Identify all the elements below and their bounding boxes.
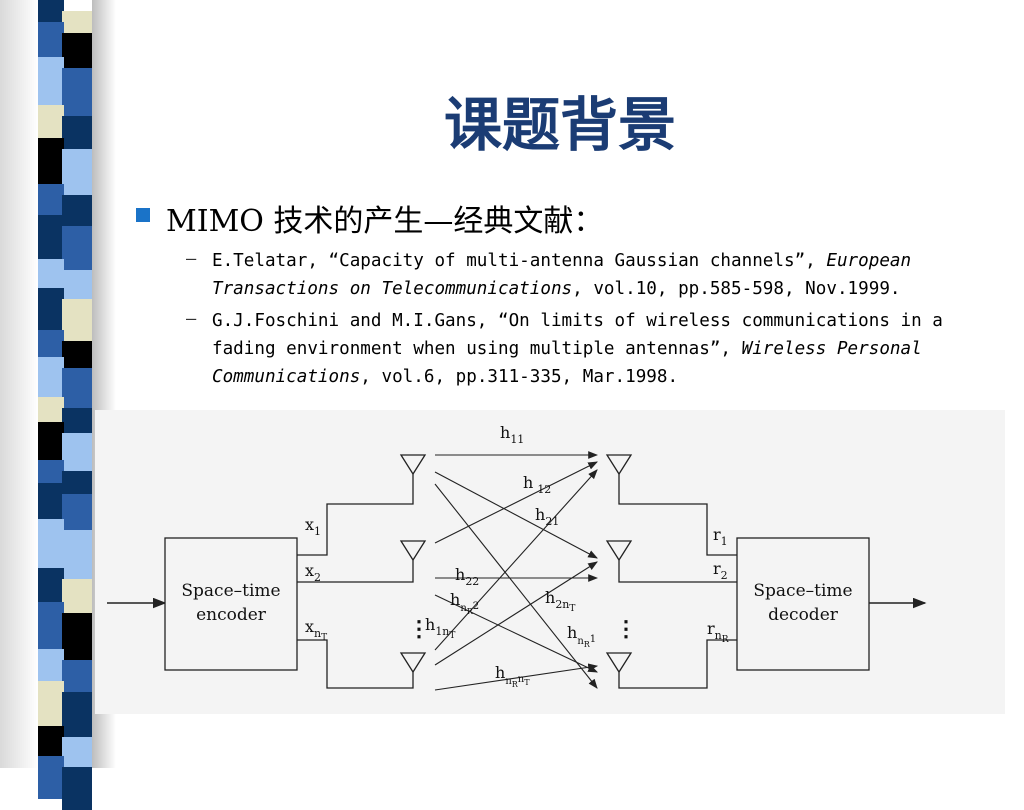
stripe-block <box>62 68 92 116</box>
rx-feed-2 <box>618 560 737 583</box>
stripe-block <box>38 288 64 330</box>
stripe-block <box>62 33 92 68</box>
stripe-block <box>62 613 92 660</box>
rx-feed-1 <box>618 474 737 556</box>
rx-label-r1: r1 <box>713 525 728 548</box>
stripe-block <box>62 660 92 692</box>
reference-1: E.Telatar, “Capacity of multi-antenna Ga… <box>212 247 992 303</box>
stripe-block <box>62 433 92 471</box>
rx-ellipsis: ⋮ <box>615 616 637 642</box>
reference-1-details: , vol.10, pp.585-598, Nov.1999. <box>572 279 901 299</box>
stripe-block <box>38 105 64 138</box>
stripe-block <box>62 767 92 810</box>
channel-label-h22: h22 <box>455 565 479 588</box>
space-time-encoder-box <box>164 537 298 671</box>
stripe-block <box>38 726 64 756</box>
stripe-block <box>62 149 92 195</box>
stripe-block <box>62 692 92 737</box>
channel-label-hnr2: hnR2 <box>450 590 479 616</box>
stripe-block <box>62 471 92 494</box>
tx-feed-n <box>297 639 414 689</box>
stripe-block <box>38 602 64 649</box>
rx-antenna-icon <box>605 540 633 562</box>
stripe-block <box>62 195 92 226</box>
tx-antenna-icon <box>399 540 427 562</box>
stripe-block <box>38 483 64 519</box>
stripe-block <box>62 737 92 767</box>
reference-2: G.J.Foschini and M.I.Gans, “On limits of… <box>212 307 972 391</box>
channel-label-hnrnt: hnRnT <box>495 663 530 689</box>
stripe-block <box>38 259 64 288</box>
stripe-block <box>62 116 92 149</box>
reference-1-authors: E.Telatar, “Capacity of multi-antenna Ga… <box>212 251 827 271</box>
stripe-block <box>62 530 92 579</box>
stripe-block <box>38 519 64 568</box>
stripe-block <box>62 270 92 299</box>
stripe-block <box>62 368 92 408</box>
channel-label-h2nt: h2nT <box>545 588 575 614</box>
stripe-block <box>38 649 64 681</box>
stripe-block <box>62 299 92 341</box>
bullet-heading: MIMO 技术的产生—经典文献： <box>166 204 604 239</box>
channel-label-h11: h11 <box>500 423 524 446</box>
stripe-block <box>62 494 92 530</box>
tx-label-x2: x2 <box>305 561 321 584</box>
reference-2-authors: G.J.Foschini and M.I.Gans, “On limits of… <box>212 311 943 359</box>
rx-feed-n <box>618 639 737 689</box>
rx-label-rnr: rnR <box>707 619 729 645</box>
rx-label-r2: r2 <box>713 559 728 582</box>
stripe-block <box>38 357 64 397</box>
stripe-block <box>38 0 64 22</box>
stripe-block <box>62 11 92 33</box>
reference-2-journal: Wireless Personal Communications <box>212 339 922 387</box>
tx-ellipsis: ⋮ <box>408 616 430 642</box>
stripe-block <box>62 579 92 613</box>
tx-feed-2 <box>297 560 414 583</box>
stripe-block <box>62 341 92 368</box>
reference-2-details: , vol.6, pp.311-335, Mar.1998. <box>360 367 679 387</box>
reference-1-journal: European Transactions on Telecommunicati… <box>212 251 912 299</box>
rx-antenna-icon <box>605 454 633 476</box>
tx-feed-1 <box>297 474 414 556</box>
encoder-label-line1: Space–time <box>181 581 280 601</box>
tx-antenna-icon <box>399 652 427 674</box>
tx-antenna-icon <box>399 454 427 476</box>
reference-dash: – <box>186 249 197 269</box>
stripe-block <box>38 184 64 215</box>
stripe-block <box>62 226 92 270</box>
decoder-label-line1: Space–time <box>753 581 852 601</box>
bullet-square-icon <box>136 208 150 222</box>
stripe-block <box>38 22 64 57</box>
slide-title: 课题背景 <box>443 91 676 159</box>
stripe-block <box>38 397 64 422</box>
stripe-block <box>38 138 64 184</box>
channel-label-h1nt: h1nT <box>425 615 455 641</box>
stripe-block <box>38 460 64 483</box>
rx-antenna-icon <box>605 652 633 674</box>
stripe-block <box>38 422 64 460</box>
tx-label-x1: x1 <box>305 515 321 538</box>
stripe-block <box>38 568 64 602</box>
stripe-block <box>38 330 64 357</box>
decoder-label-line2: decoder <box>768 605 839 625</box>
reference-dash: – <box>186 309 197 329</box>
stripe-block <box>38 681 64 726</box>
tx-label-xnt: xnT <box>305 617 327 643</box>
stripe-block <box>38 215 64 259</box>
space-time-decoder-box <box>736 537 870 671</box>
stripe-block <box>62 408 92 433</box>
channel-label-hnr1: hnR1 <box>567 623 596 649</box>
stripe-block <box>38 756 64 799</box>
channel-label-h21: h21 <box>535 505 559 528</box>
encoder-label-line2: encoder <box>196 605 267 625</box>
stripe-fade <box>0 0 38 768</box>
stripe-block <box>38 57 64 105</box>
